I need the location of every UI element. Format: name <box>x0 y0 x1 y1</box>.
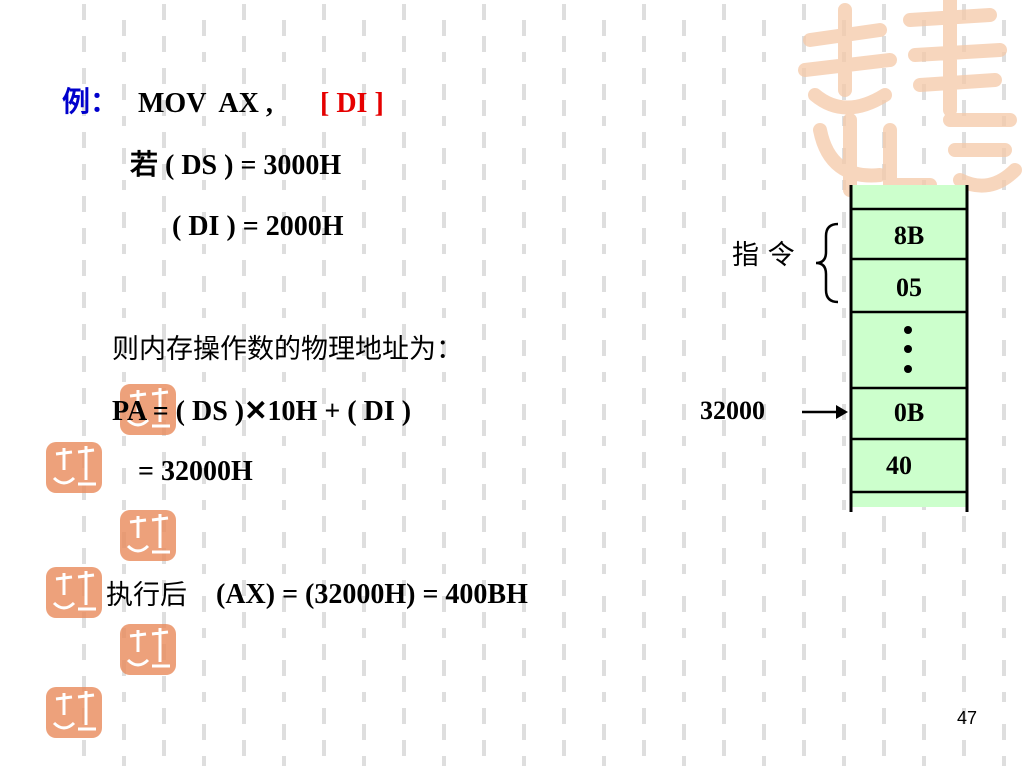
instruction-text: MOV AX , <box>138 88 273 119</box>
instruction-operand: [ DI ] <box>320 88 384 119</box>
small-seal-icon <box>46 687 102 738</box>
address-label: 32000 <box>700 396 765 425</box>
memory-cell: 40 <box>886 451 912 480</box>
small-seal-icon <box>120 384 176 435</box>
memory-diagram <box>849 185 969 512</box>
pa-formula: PA = ( DS )✕10H + ( DI ) <box>112 396 412 427</box>
memory-cell: 05 <box>896 273 922 302</box>
ellipsis-dot <box>904 326 912 334</box>
di-condition: ( DI ) = 2000H <box>172 211 344 242</box>
arrow-right-icon <box>802 405 848 419</box>
exec-result: (AX) = (32000H) = 400BH <box>216 579 528 610</box>
pa-result: = 32000H <box>138 456 253 487</box>
ellipsis-dot <box>904 365 912 373</box>
brace-icon <box>815 222 839 304</box>
small-seal-icon <box>46 567 102 618</box>
ellipsis-dot <box>904 345 912 353</box>
example-label: 例： <box>62 85 119 118</box>
small-seal-icon <box>120 510 176 561</box>
instruction-label: 指 令 <box>732 240 795 271</box>
exec-prefix: 执行后 <box>106 580 187 611</box>
address-intro: 则内存操作数的物理地址为： <box>112 334 463 365</box>
page-number: 47 <box>957 708 978 728</box>
small-seal-icon <box>46 442 102 493</box>
large-seal-icon <box>798 0 1022 197</box>
small-seal-icon <box>120 624 176 675</box>
ds-condition: 若 ( DS ) = 3000H <box>130 150 342 181</box>
memory-cell: 8B <box>893 221 925 250</box>
memory-cell: 0B <box>893 398 925 427</box>
